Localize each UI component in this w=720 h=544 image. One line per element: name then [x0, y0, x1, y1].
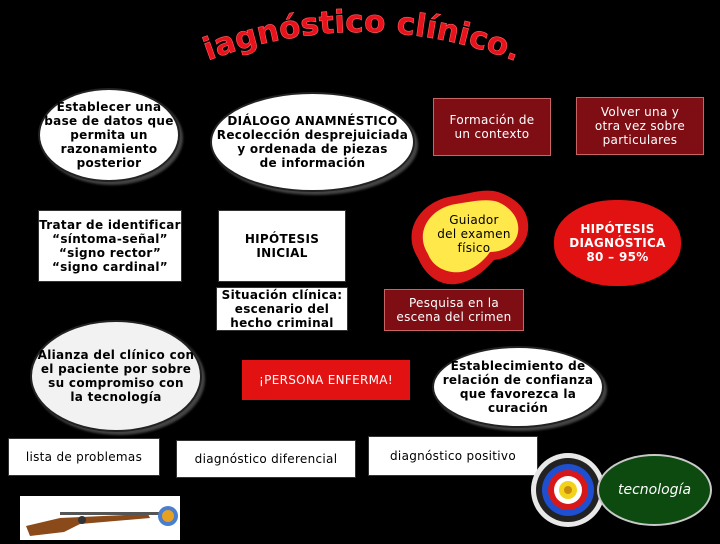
- node-diagnostico-diferencial: diagnóstico diferencial: [176, 440, 356, 478]
- node-persona-label: ¡PERSONA ENFERMA!: [259, 373, 393, 387]
- flame-shape: [411, 190, 529, 285]
- node-dialogo-label: DIÁLOGO ANAMNÉSTICO Recolección despreju…: [216, 114, 409, 170]
- node-lista-problemas: lista de problemas: [8, 438, 160, 476]
- node-establecimiento: Establecimiento de relación de confianza…: [432, 346, 604, 428]
- node-base-datos: Establecer una base de datos que permita…: [38, 88, 180, 182]
- svg-text:Diagnóstico clínico...: Diagnóstico clínico...: [196, 8, 526, 69]
- node-persona-enferma: ¡PERSONA ENFERMA!: [242, 360, 410, 400]
- node-identificar-label: Tratar de identificar “síntoma-señal” “s…: [39, 218, 181, 274]
- node-situacion-clinica: Situación clínica: escenario del hecho c…: [216, 287, 348, 331]
- node-diagnostico-positivo: diagnóstico positivo: [368, 436, 538, 476]
- node-establecimiento-label: Establecimiento de relación de confianza…: [442, 359, 594, 415]
- target-icon: [530, 452, 606, 528]
- title-text: Diagnóstico clínico...: [183, 0, 526, 69]
- node-identificar: Tratar de identificar “síntoma-señal” “s…: [38, 210, 182, 282]
- node-hipotesis-diagnostica-label: HIPÓTESIS DIAGNÓSTICA 80 – 95%: [569, 222, 666, 264]
- node-positivo-label: diagnóstico positivo: [390, 449, 516, 463]
- node-formacion-label: Formación de un contexto: [449, 113, 535, 141]
- node-volver: Volver una y otra vez sobre particulares: [576, 97, 704, 155]
- node-pesquisa: Pesquisa en la escena del crimen: [384, 289, 524, 331]
- node-guiador-label: Guiador del examen físico: [437, 213, 511, 255]
- node-tecnologia: tecnología: [597, 454, 712, 526]
- node-alianza-label: Alianza del clínico con el paciente por …: [37, 348, 195, 404]
- node-volver-label: Volver una y otra vez sobre particulares: [594, 105, 686, 147]
- page-title: Diagnóstico clínico...: [183, 0, 526, 70]
- node-formacion-contexto: Formación de un contexto: [433, 98, 551, 156]
- node-pesquisa-label: Pesquisa en la escena del crimen: [396, 296, 512, 324]
- node-lista-label: lista de problemas: [25, 450, 143, 464]
- node-base-datos-label: Establecer una base de datos que permita…: [44, 100, 174, 170]
- node-hipotesis-inicial: HIPÓTESIS INICIAL: [218, 210, 346, 282]
- node-diferencial-label: diagnóstico diferencial: [194, 452, 338, 466]
- node-hipotesis-inicial-label: HIPÓTESIS INICIAL: [244, 232, 320, 260]
- node-situacion-label: Situación clínica: escenario del hecho c…: [221, 288, 343, 330]
- node-dialogo-anamnestico: DIÁLOGO ANAMNÉSTICO Recolección despreju…: [210, 92, 415, 192]
- node-tecnologia-label: tecnología: [617, 482, 692, 498]
- node-hipotesis-diagnostica: HIPÓTESIS DIAGNÓSTICA 80 – 95%: [554, 200, 681, 286]
- node-guiador-examen: Guiador del examen físico: [398, 188, 532, 288]
- node-alianza: Alianza del clínico con el paciente por …: [30, 320, 202, 432]
- rifle-icon: [20, 496, 180, 540]
